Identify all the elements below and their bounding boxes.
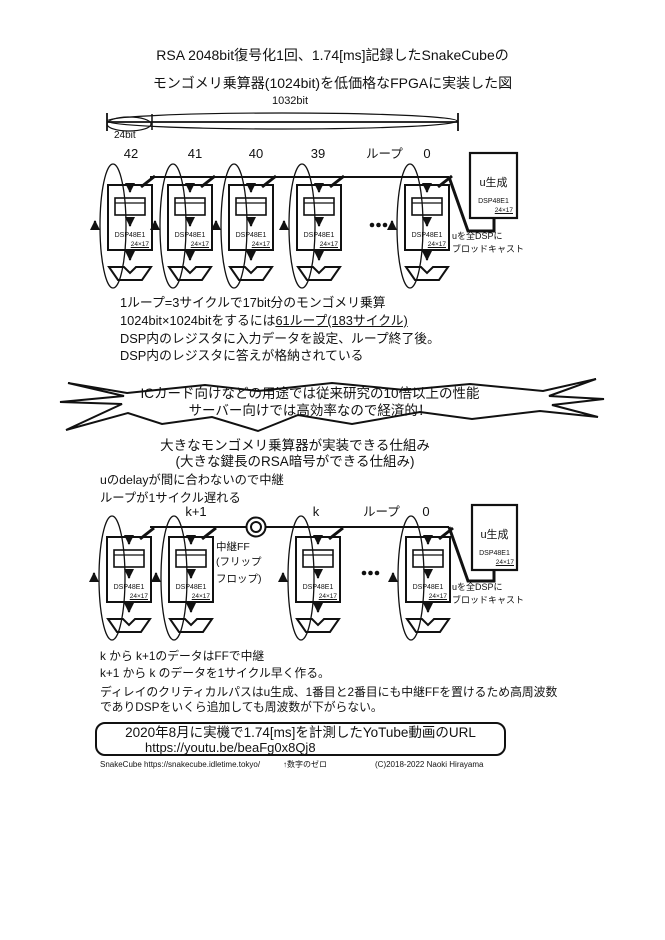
dsp-chain-bottom [94,503,519,640]
ellipsis-dots [361,570,380,576]
loop-index-k-label: k [312,504,320,519]
chain1-note-2-prefix: 1024bit×1024bitをするには [120,313,276,328]
page-title-line1: RSA 2048bit復号化1回、1.74[ms]記録したSnakeCubeの [156,47,509,63]
dsp-size-label: 24×17 [495,559,514,566]
loop-zero-label: 0 [422,504,430,519]
u-broadcast-connector [447,176,496,233]
loop-index-k1-label: k+1 [185,504,207,519]
dsp-size-label: 24×17 [319,241,338,248]
dsp-block [156,516,216,640]
page-title-line2: モンゴメリ乗算器(1024bit)を低価格なFPGAに実装した図 [152,75,513,91]
ellipsis-dots [369,222,388,228]
broadcast-note-line1: uを全DSPに [452,231,503,241]
relay-ff-icon [245,516,267,538]
dsp-chip-label: DSP48E1 [303,232,335,239]
loop-index-label: 39 [310,146,326,161]
chain2-intro-note-2: ループが1サイクル遅れる [100,491,241,505]
chain2-intro-note-1: uのdelayが間に合わないので中継 [100,473,284,487]
relay-ff-label-line3: フロップ) [216,573,262,585]
loop-zero-label: 0 [423,146,431,161]
loop-index-label: 41 [187,146,203,161]
relay-ff-label-line2: (フリップ [216,556,262,568]
dsp-chip-label: DSP48E1 [302,584,334,591]
broadcast-note-line2: ブロッドキャスト [452,244,525,254]
dsp-size-label: 24×17 [191,593,210,600]
dsp-chip-label: DSP48E1 [175,584,207,591]
dsp-size-label: 24×17 [190,241,209,248]
u-generator-label: u生成 [479,177,508,189]
broadcast-note-line2: ブロッドキャスト [452,595,525,605]
dsp-size-label: 24×17 [251,241,270,248]
chain1-note-1: 1ループ=3サイクルで17bit分のモンゴメリ乗算 [120,295,386,310]
dsp-chip-label: DSP48E1 [478,198,509,205]
dimension-segment-label: 24bit [114,130,136,141]
footer-site-url: SnakeCube https://snakecube.idletime.tok… [100,760,261,769]
loop-word-label: ループ [366,147,403,161]
loop-index-label: 40 [248,146,264,161]
dsp-block [94,516,154,640]
chain1-note-2-underlined: 61ループ(183サイクル) [275,313,408,328]
chain2-note-4: でありDSPをいくら追加しても周波数が下がらない。 [100,700,383,714]
dsp-block [283,516,343,640]
dsp-size-label: 24×17 [494,207,513,214]
u-generator-box [468,151,519,220]
dsp-size-label: 24×17 [318,593,337,600]
dsp-block [393,516,453,640]
chain1-note-2: 1024bit×1024bitをするには61ループ(183サイクル) [120,313,408,329]
dsp-chip-label: DSP48E1 [114,232,146,239]
u-generator-label: u生成 [480,529,509,541]
dsp-block [155,164,215,288]
footer-copyright: (C)2018-2022 Naoki Hirayama [375,760,484,769]
burst-banner-line1: ICカード向けなどの用途では従来研究の10倍以上の性能 [140,386,480,401]
dsp-chip-label: DSP48E1 [411,232,443,239]
dsp-block [284,164,344,288]
video-url-text: https://youtu.be/beaFg0x8Qj8 [145,740,316,755]
chain2-note-3: ディレイのクリティカルパスはu生成、1番目と2番目にも中継FFを置けるため高周波… [100,685,558,699]
dsp-size-label: 24×17 [129,593,148,600]
chain1-note-4: DSP内のレジスタに答えが格納されている [120,348,364,363]
chain1-note-3: DSP内のレジスタに入力データを設定、ループ終了後。 [120,331,440,346]
burst-banner-shape [59,378,605,433]
mechanism-caption-line1: 大きなモンゴメリ乗算器が実装できる仕組み [160,438,430,453]
dsp-chip-label: DSP48E1 [174,232,206,239]
dimension-total-label: 1032bit [271,95,309,107]
dsp-chip-label: DSP48E1 [412,584,444,591]
dsp-block [95,164,155,288]
u-generator-box [470,503,519,572]
dsp-block [216,164,276,288]
dsp-size-label: 24×17 [130,241,149,248]
u-broadcast-connector [447,526,496,583]
loop-index-label: 42 [123,146,139,161]
video-url-caption: 2020年8月に実機で1.74[ms]を計測したYoTube動画のURL [125,725,476,740]
chain2-note-1: k から k+1のデータはFFで中継 [100,649,265,663]
dsp-size-label: 24×17 [428,593,447,600]
loop-word-label: ループ [363,505,400,519]
dsp-chip-label: DSP48E1 [235,232,267,239]
dsp-chip-label: DSP48E1 [479,550,510,557]
dsp-chip-label: DSP48E1 [113,584,145,591]
dsp-size-label: 24×17 [427,241,446,248]
chain2-note-2: k+1 から k のデータを1サイクル早く作る。 [100,666,330,680]
dsp-block [392,164,452,288]
video-url-box: 2020年8月に実機で1.74[ms]を計測したYoTube動画のURL htt… [95,722,506,756]
broadcast-note-line1: uを全DSPに [452,582,503,592]
mechanism-caption-line2: (大きな鍵長のRSA暗号ができる仕組み) [175,454,415,469]
relay-ff-label-line1: 中継FF [216,541,250,553]
footer-zero-note: ↑数字のゼロ [283,760,327,769]
dsp-chain-top [95,151,519,288]
burst-banner-line2: サーバー向けでは高効率なので経済的！ [188,403,432,418]
dimension-bracket [106,112,459,132]
